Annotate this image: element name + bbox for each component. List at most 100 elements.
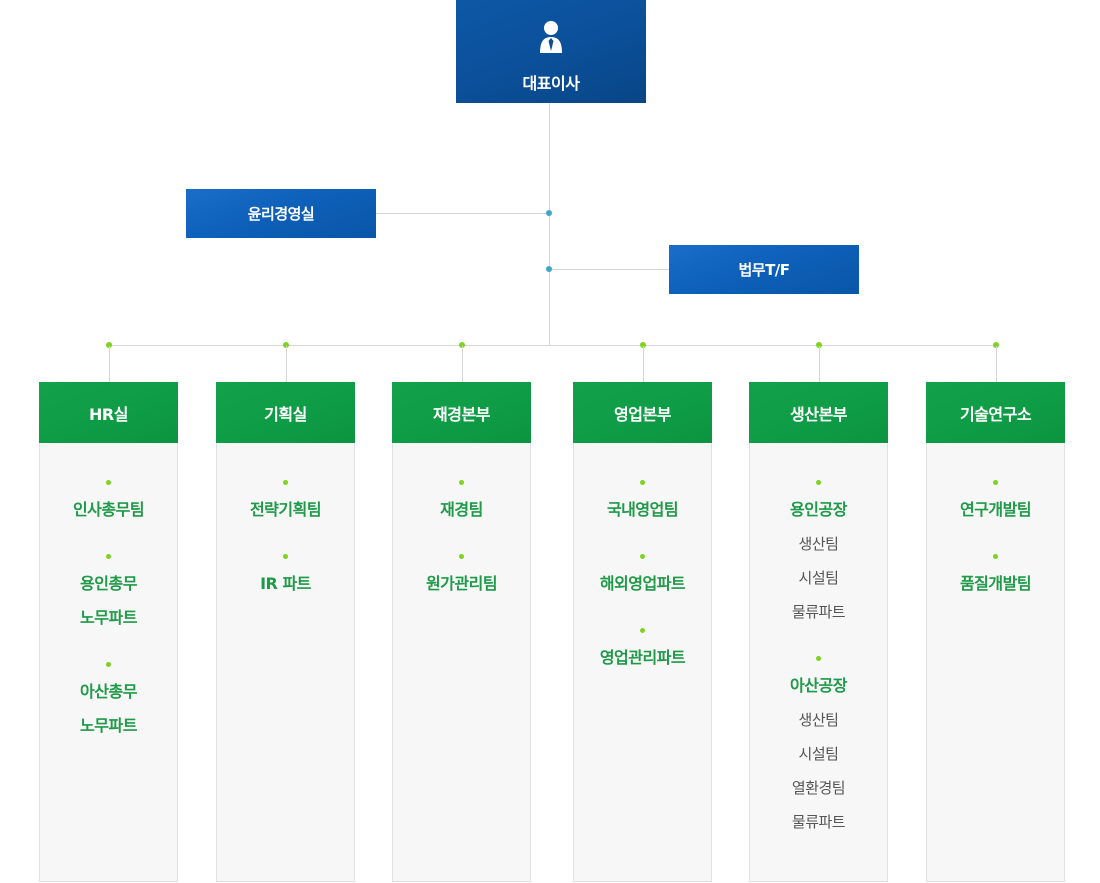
sub-team-name: 시설팀	[798, 745, 839, 763]
team-name: 영업관리파트	[599, 648, 686, 667]
division-name: 영업본부	[614, 404, 671, 424]
division-name: 생산본부	[790, 404, 847, 424]
division-junction-dot	[282, 342, 289, 348]
team-entry: 원가관리팀	[393, 554, 530, 601]
team-name: 노무파트	[80, 716, 137, 735]
ethics-junction-dot	[546, 210, 552, 216]
team-entry: 국내영업팀	[574, 480, 711, 527]
division-name: 재경본부	[433, 404, 490, 424]
team-name: 연구개발팀	[959, 500, 1032, 519]
bullet-dot	[459, 480, 464, 485]
bullet-dot	[459, 554, 464, 559]
division-body: 전략기획팀 IR 파트	[216, 443, 355, 882]
division-drop-line	[996, 346, 997, 382]
team-entry: 영업관리파트	[574, 628, 711, 675]
team-entry: 인사총무팀	[40, 480, 177, 527]
team-entry: 연구개발팀	[927, 480, 1064, 527]
team-name: 재경팀	[440, 500, 483, 519]
team-name: 해외영업파트	[599, 574, 686, 593]
bullet-dot	[993, 554, 998, 559]
bullet-dot	[106, 480, 111, 485]
division-junction-dot	[458, 342, 465, 348]
division-header: 생산본부	[749, 382, 888, 443]
team-entry: 품질개발팀	[927, 554, 1064, 601]
team-name: 아산공장	[790, 676, 847, 695]
division-header: 영업본부	[573, 382, 712, 443]
bullet-dot	[283, 554, 288, 559]
team-name: 국내영업팀	[606, 500, 679, 519]
legal-junction-dot	[546, 266, 552, 272]
division-name: 기술연구소	[959, 404, 1032, 424]
division-drop-line	[286, 346, 287, 382]
bullet-dot	[106, 554, 111, 559]
team-entry: 전략기획팀	[217, 480, 354, 527]
bullet-dot	[640, 480, 645, 485]
division-header: HR실	[39, 382, 178, 443]
team-entry: IR 파트	[217, 554, 354, 601]
division-header: 기술연구소	[926, 382, 1065, 443]
division-name: HR실	[89, 404, 128, 424]
team-name: 노무파트	[80, 608, 137, 627]
ceo-label: 대표이사	[522, 74, 580, 93]
legal-tf-label: 법무T/F	[738, 261, 790, 279]
bullet-dot	[816, 480, 821, 485]
trunk-line	[549, 103, 550, 346]
legal-tf-box: 법무T/F	[669, 245, 859, 294]
bullet-dot	[993, 480, 998, 485]
division-junction-dot	[815, 342, 822, 348]
team-entry: 해외영업파트	[574, 554, 711, 601]
ethics-connector	[376, 213, 549, 214]
sub-team-name: 열환경팀	[791, 779, 846, 797]
team-entry: 재경팀	[393, 480, 530, 527]
division-drop-line	[819, 346, 820, 382]
team-name: IR 파트	[260, 574, 311, 593]
division-junction-dot	[992, 342, 999, 348]
division-drop-line	[643, 346, 644, 382]
team-name: 품질개발팀	[959, 574, 1032, 593]
division-junction-dot	[105, 342, 112, 348]
division-drop-line	[109, 346, 110, 382]
sub-team-name: 생산팀	[798, 711, 839, 729]
team-name: 원가관리팀	[425, 574, 498, 593]
sub-team-name: 생산팀	[798, 535, 839, 553]
division-junction-dot	[639, 342, 646, 348]
sub-team-name: 물류파트	[791, 603, 846, 621]
bullet-dot	[640, 628, 645, 633]
team-name: 아산총무	[80, 682, 137, 701]
bullet-dot	[283, 480, 288, 485]
sub-team-name: 물류파트	[791, 813, 846, 831]
division-drop-line	[462, 346, 463, 382]
legal-connector	[550, 269, 669, 270]
bullet-dot	[816, 656, 821, 661]
ethics-office-label: 윤리경영실	[247, 205, 315, 223]
person-icon	[540, 21, 562, 53]
division-header: 재경본부	[392, 382, 531, 443]
bullet-dot	[106, 662, 111, 667]
bullet-dot	[640, 554, 645, 559]
sub-team-name: 시설팀	[798, 569, 839, 587]
team-name: 용인총무	[80, 574, 137, 593]
team-name: 용인공장	[790, 500, 847, 519]
division-header: 기획실	[216, 382, 355, 443]
division-bus-line	[109, 345, 996, 346]
ceo-box: 대표이사	[456, 0, 646, 103]
team-name: 인사총무팀	[72, 500, 145, 519]
division-name: 기획실	[264, 404, 307, 424]
ethics-office-box: 윤리경영실	[186, 189, 376, 238]
team-name: 전략기획팀	[249, 500, 322, 519]
